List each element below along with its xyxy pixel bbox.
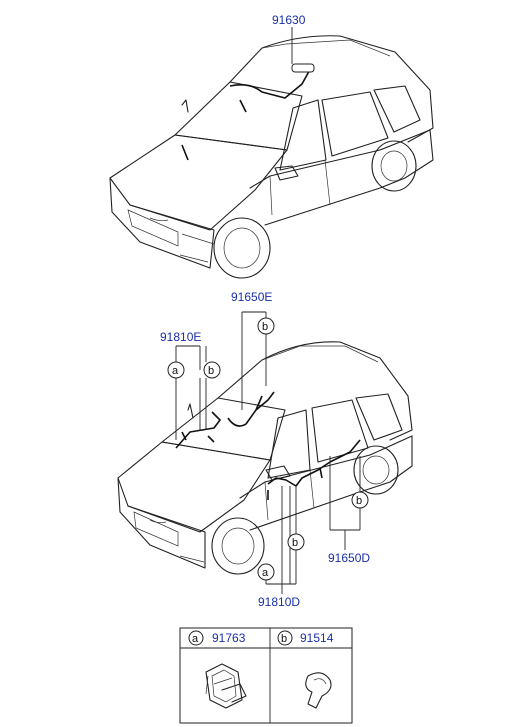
svg-text:b: b: [208, 365, 214, 377]
clip-part-icon: [205, 663, 247, 709]
part-number-91514: 91514: [300, 631, 334, 645]
svg-text:b: b: [292, 537, 298, 549]
label-91810D-group: 91810D: [258, 486, 300, 609]
svg-text:b: b: [356, 495, 362, 507]
callout-a-lower: a: [257, 563, 275, 581]
svg-text:a: a: [262, 567, 269, 579]
top-vehicle: [109, 35, 434, 279]
callout-b-right: b: [351, 491, 369, 509]
parts-table-col-a-header: a 91763: [188, 630, 246, 646]
grommet-part-icon: [305, 672, 332, 709]
bottom-vehicle: [117, 341, 413, 575]
svg-text:a: a: [192, 633, 199, 645]
svg-text:a: a: [172, 365, 179, 377]
label-91810D: 91810D: [258, 595, 300, 609]
label-91650E-group: 91650E: [231, 290, 272, 410]
part-number-91763: 91763: [212, 631, 246, 645]
svg-text:b: b: [281, 633, 287, 645]
label-91810E-group: 91810E: [160, 330, 207, 440]
svg-text:b: b: [262, 321, 268, 333]
callout-b-upper-left: b: [203, 361, 221, 379]
label-91650D-group: 91650D: [328, 456, 370, 565]
label-91630: 91630: [272, 13, 306, 27]
label-91810E: 91810E: [160, 330, 201, 344]
parts-table-col-b-header: b 91514: [277, 630, 334, 646]
callout-b-upper-right: b: [257, 317, 275, 335]
parts-table: a 91763 b 91514: [179, 627, 353, 724]
label-91650E: 91650E: [231, 290, 272, 304]
label-91650D: 91650D: [328, 551, 370, 565]
callout-b-lower: b: [287, 533, 305, 551]
callout-a-upper: a: [167, 361, 185, 379]
